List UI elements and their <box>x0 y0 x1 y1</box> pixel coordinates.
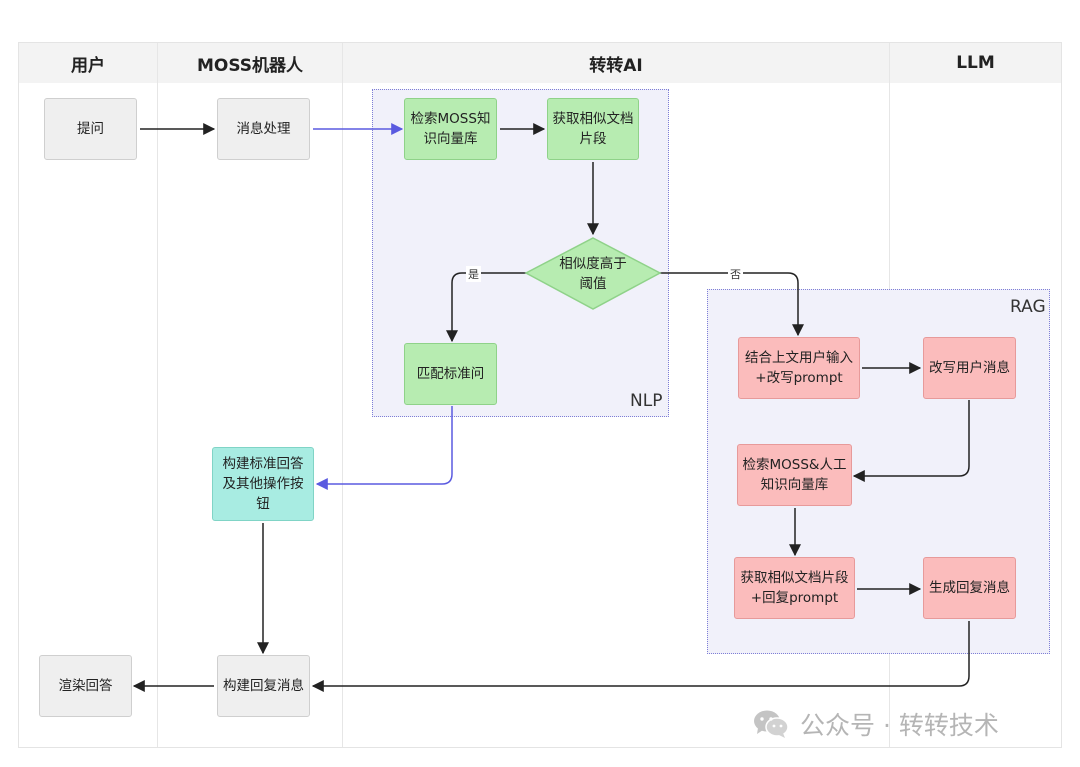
rag-group-label: RAG <box>1010 297 1046 317</box>
node-render-answer[interactable]: 渲染回答 <box>39 655 132 717</box>
wechat-icon <box>754 710 789 738</box>
lane-divider <box>157 43 158 747</box>
lane-header-zz-ai: 转转AI <box>343 43 889 83</box>
edge-rewrite-to-search-manual <box>852 400 970 482</box>
node-build-reply[interactable]: 构建回复消息 <box>217 655 310 717</box>
node-get-similar-fragments[interactable]: 获取相似文档片段 <box>547 98 639 160</box>
node-search-moss-manual-kb[interactable]: 检索MOSS&人工知识向量库 <box>737 444 852 506</box>
lane-header-moss: MOSS机器人 <box>158 43 342 83</box>
edge-label-no: 否 <box>728 266 743 282</box>
node-ask[interactable]: 提问 <box>44 98 137 160</box>
watermark: 公众号 · 转转技术 <box>752 704 999 744</box>
node-generate-reply[interactable]: 生成回复消息 <box>923 557 1016 619</box>
lane-header-user: 用户 <box>19 43 157 83</box>
edge-label-yes: 是 <box>466 266 481 282</box>
node-match-standard-question[interactable]: 匹配标准问 <box>404 343 497 405</box>
node-search-moss-kb[interactable]: 检索MOSS知识向量库 <box>404 98 497 160</box>
lane-header-llm: LLM <box>890 43 1061 83</box>
decision-diamond <box>524 237 662 310</box>
node-similarity-check[interactable]: 相似度高于阈值 <box>559 256 627 292</box>
watermark-text: 公众号 · 转转技术 <box>800 711 999 740</box>
edge-match-to-build-standard <box>315 406 453 490</box>
lane-divider <box>342 43 343 747</box>
node-process-message[interactable]: 消息处理 <box>217 98 310 160</box>
node-get-fragments-reply-prompt[interactable]: 获取相似文档片段+回复prompt <box>734 557 855 619</box>
node-combine-context[interactable]: 结合上文用户输入+改写prompt <box>738 337 860 399</box>
edge-generate-to-build-reply <box>311 621 970 692</box>
node-build-standard-answer[interactable]: 构建标准回答及其他操作按钮 <box>212 447 314 521</box>
edge-decision-no <box>660 272 804 337</box>
nlp-group-label: NLP <box>630 391 663 411</box>
edge-decision-yes <box>446 272 526 343</box>
node-rewrite-user-message[interactable]: 改写用户消息 <box>923 337 1016 399</box>
